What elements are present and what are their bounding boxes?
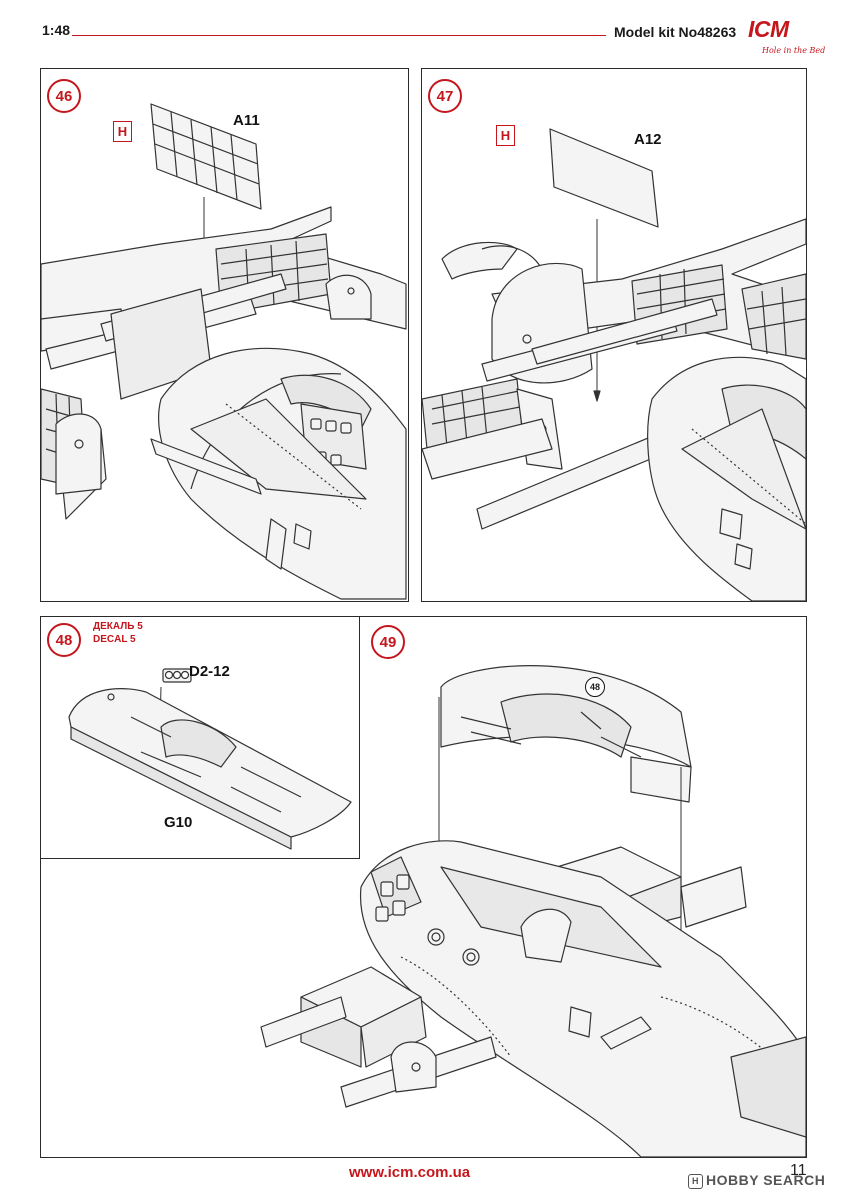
step-46-mark-h: H	[113, 121, 132, 142]
step-48-drawing	[68, 668, 352, 850]
step-46-panel: 46 H A11	[40, 68, 409, 602]
step-49-number: 49	[371, 625, 405, 659]
step-49-panel: 49 48	[40, 616, 807, 1158]
brand-logo-text: ICM	[748, 16, 789, 42]
decal-label-en: DECAL 5	[93, 634, 136, 645]
step-46-drawing	[41, 103, 407, 600]
decal-d2-12	[162, 668, 192, 683]
hobby-search-icon: H	[688, 1174, 703, 1189]
brand-slogan: Hole in the Bed	[762, 46, 826, 55]
part-a11-grid	[150, 103, 262, 210]
step-46-number: 46	[47, 79, 81, 113]
decal-part-label: D2-12	[189, 663, 230, 680]
header-rule	[72, 35, 606, 36]
step-47-panel: 47 H A12	[421, 68, 807, 602]
step-47-drawing	[422, 128, 806, 601]
kit-number: Model kit No48263	[614, 24, 737, 40]
step-48-number: 48	[47, 623, 81, 657]
step-48-part-label: G10	[164, 814, 193, 831]
step-47-mark-h: H	[496, 125, 515, 146]
step-46-part-label: A11	[233, 112, 260, 129]
scale-label: 1:48	[42, 22, 71, 38]
brand-logo: ICM Hole in the Bed	[742, 16, 834, 66]
step-49-drawing	[260, 665, 806, 1157]
decal-label-ru: ДЕКАЛЬ 5	[93, 621, 143, 632]
step-48-panel: 48 ДЕКАЛЬ 5 DECAL 5 D2-12 G10	[40, 616, 360, 859]
website-link[interactable]: www.icm.com.ua	[349, 1164, 471, 1181]
page-number: 11	[790, 1162, 807, 1179]
watermark-text: HOBBY SEARCH	[706, 1172, 826, 1188]
part-g10-canopy	[68, 688, 352, 838]
part-a12-panel	[549, 128, 659, 228]
step-47-part-label: A12	[634, 131, 662, 148]
step-47-number: 47	[428, 79, 462, 113]
step-49-ref-step-48: 48	[585, 677, 605, 697]
